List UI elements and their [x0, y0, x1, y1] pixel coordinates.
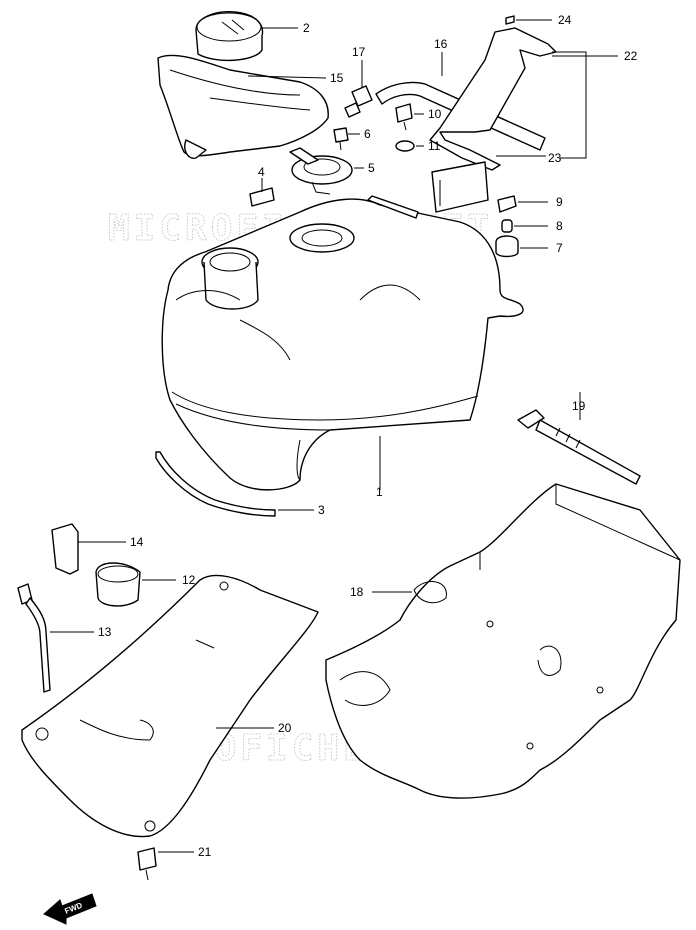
part-1-fuel-tank — [161, 195, 524, 491]
part-2-fuel-cap — [195, 11, 264, 62]
part-20-under-cover — [21, 574, 319, 838]
callout-23: 23 — [548, 151, 562, 165]
part-8-collar — [501, 219, 513, 233]
callout-20: 20 — [278, 721, 292, 735]
leader-lines — [50, 19, 618, 853]
part-16-breather-pipe — [375, 81, 546, 151]
part-7-grommet — [495, 235, 519, 258]
callout-4: 4 — [258, 165, 265, 179]
callout-2: 2 — [303, 21, 310, 35]
part-22-pump-bracket — [429, 27, 557, 213]
part-10-bolt — [395, 103, 413, 131]
callout-22: 22 — [624, 49, 638, 63]
part-9-bolt — [497, 195, 517, 213]
callout-11: 11 — [428, 139, 441, 153]
callout-19: 19 — [572, 399, 586, 413]
part-11-washer — [395, 140, 415, 152]
callout-16: 16 — [434, 37, 448, 51]
part-18-heat-shield — [325, 483, 681, 799]
part-24-screw — [505, 15, 515, 25]
callout-12: 12 — [182, 573, 196, 587]
part-4-cushion-pad — [249, 187, 275, 207]
callout-5: 5 — [368, 161, 375, 175]
part-14-clip — [51, 523, 79, 575]
part-17-hose-fitting — [344, 85, 373, 118]
part-15-filler-reservoir — [157, 54, 329, 159]
callout-13: 13 — [98, 625, 112, 639]
part-21-bolt — [137, 847, 157, 881]
callout-10: 10 — [428, 107, 442, 121]
part-6-bolt — [333, 127, 349, 151]
part-5-level-gauge — [289, 147, 353, 195]
part-13-band — [17, 583, 51, 693]
callout-15: 15 — [330, 71, 344, 85]
callout-14: 14 — [130, 535, 144, 549]
part-3-cushion-strip — [155, 451, 276, 517]
part-12-bracket — [95, 562, 141, 607]
callout-17: 17 — [352, 45, 366, 59]
part-19-tie-strap — [517, 409, 641, 485]
callout-6: 6 — [364, 127, 371, 141]
callout-7: 7 — [556, 241, 563, 255]
callout-9: 9 — [556, 195, 563, 209]
callout-8: 8 — [556, 219, 563, 233]
callout-24: 24 — [558, 13, 572, 27]
callout-18: 18 — [350, 585, 364, 599]
callout-1: 1 — [376, 485, 383, 499]
callout-21: 21 — [198, 845, 212, 859]
callout-3: 3 — [318, 503, 325, 517]
callout-numbers: 2 15 17 16 24 22 23 10 11 6 5 4 9 8 7 1 … — [98, 13, 638, 859]
fwd-arrow-icon: FWD — [43, 893, 97, 925]
